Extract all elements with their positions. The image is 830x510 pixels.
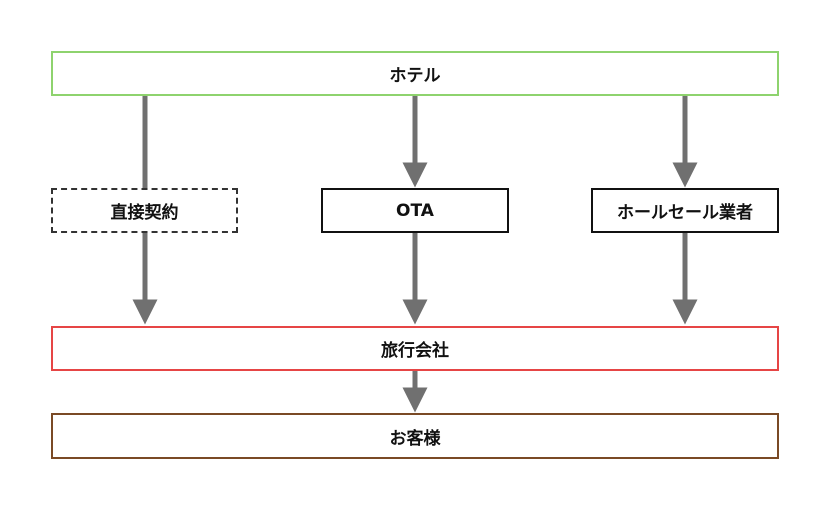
hotel-node: ホテル — [51, 51, 779, 96]
hotel-label: ホテル — [389, 66, 441, 86]
customer-label: お客様 — [389, 428, 441, 449]
travel-agency-label: 旅行会社 — [381, 341, 449, 361]
direct-contract-label: 直接契約 — [110, 203, 179, 223]
ota-node: OTA — [321, 188, 509, 233]
direct-contract-node: 直接契約 — [51, 188, 238, 233]
wholesaler-label: ホールセール業者 — [617, 203, 753, 223]
wholesaler-node: ホールセール業者 — [591, 188, 779, 233]
ota-label: OTA — [396, 200, 434, 221]
travel-agency-node: 旅行会社 — [51, 326, 779, 371]
customer-node: お客様 — [51, 413, 779, 459]
